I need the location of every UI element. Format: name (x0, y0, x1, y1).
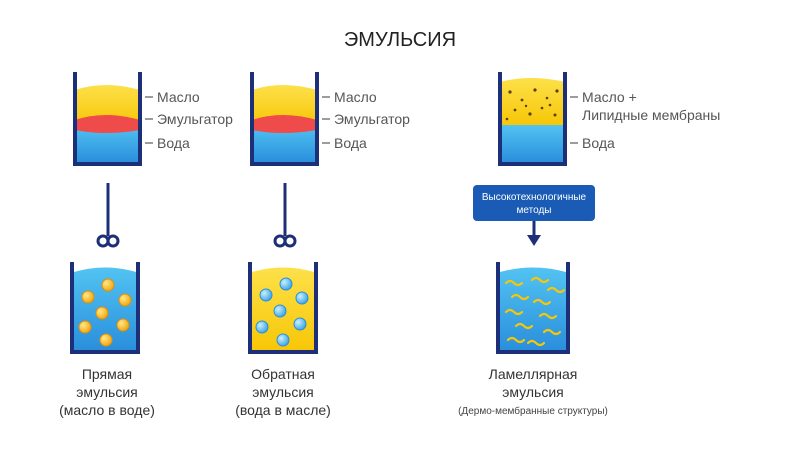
label-water-3: Вода (582, 135, 615, 151)
lamellar-waves (504, 276, 566, 347)
caption-lamellar-line2: эмульсия (502, 384, 563, 400)
caption-direct-line1: Прямая (82, 366, 132, 382)
method-box-line2: методы (517, 205, 552, 216)
beaker-direct-emulsion (70, 262, 140, 354)
oil-lipid-layer (500, 78, 565, 125)
caption-direct-line3: (масло в воде) (59, 402, 155, 418)
beaker-layers-2 (250, 72, 319, 166)
lipid-dots (505, 88, 559, 121)
label-oil-lipid-line2: Липидные мембраны (582, 107, 720, 123)
beaker-lamellar-emulsion (496, 262, 570, 354)
caption-reverse-line1: Обратная (251, 366, 315, 382)
caption-lamellar-line1: Ламеллярная (489, 366, 578, 382)
label-oil-1: Масло (157, 89, 200, 105)
beaker-glass (250, 72, 319, 166)
beaker-glass (73, 72, 142, 166)
arrow-down-icon (527, 221, 541, 246)
water-droplets (255, 277, 309, 347)
emulsifier-layer (75, 115, 140, 133)
label-water-1: Вода (157, 135, 190, 151)
beaker-glass (496, 262, 570, 354)
caption-reverse-line2: эмульсия (252, 384, 313, 400)
emulsifier-layer (252, 115, 317, 133)
page-title: ЭМУЛЬСИЯ (344, 29, 456, 51)
label-oil-2: Масло (334, 89, 377, 105)
beaker-reverse-emulsion (248, 262, 318, 354)
beaker-layers-1 (73, 72, 142, 166)
method-box-line1: Высокотехнологичные (482, 192, 587, 203)
method-box: Высокотехнологичные методы (473, 185, 595, 221)
water-layer (75, 125, 140, 162)
caption-lamellar-line3: (Дермо-мембранные структуры) (458, 405, 608, 417)
mixer-icon (273, 183, 297, 248)
beaker-glass (498, 72, 567, 166)
oil-layer (252, 85, 317, 125)
water-layer (252, 125, 317, 162)
beaker-layers-3 (498, 72, 567, 166)
oil-layer (75, 85, 140, 125)
label-emulsifier-1: Эмульгатор (157, 111, 233, 127)
mixer-icon (96, 183, 120, 248)
caption-direct-line2: эмульсия (76, 384, 137, 400)
label-oil-lipid-line1: Масло + (582, 89, 637, 105)
label-emulsifier-2: Эмульгатор (334, 111, 410, 127)
beaker-glass (70, 262, 140, 354)
label-water-2: Вода (334, 135, 367, 151)
beaker-glass (248, 262, 318, 354)
oil-droplets (78, 278, 132, 347)
water-layer (500, 125, 565, 162)
caption-reverse-line3: (вода в масле) (235, 402, 331, 418)
